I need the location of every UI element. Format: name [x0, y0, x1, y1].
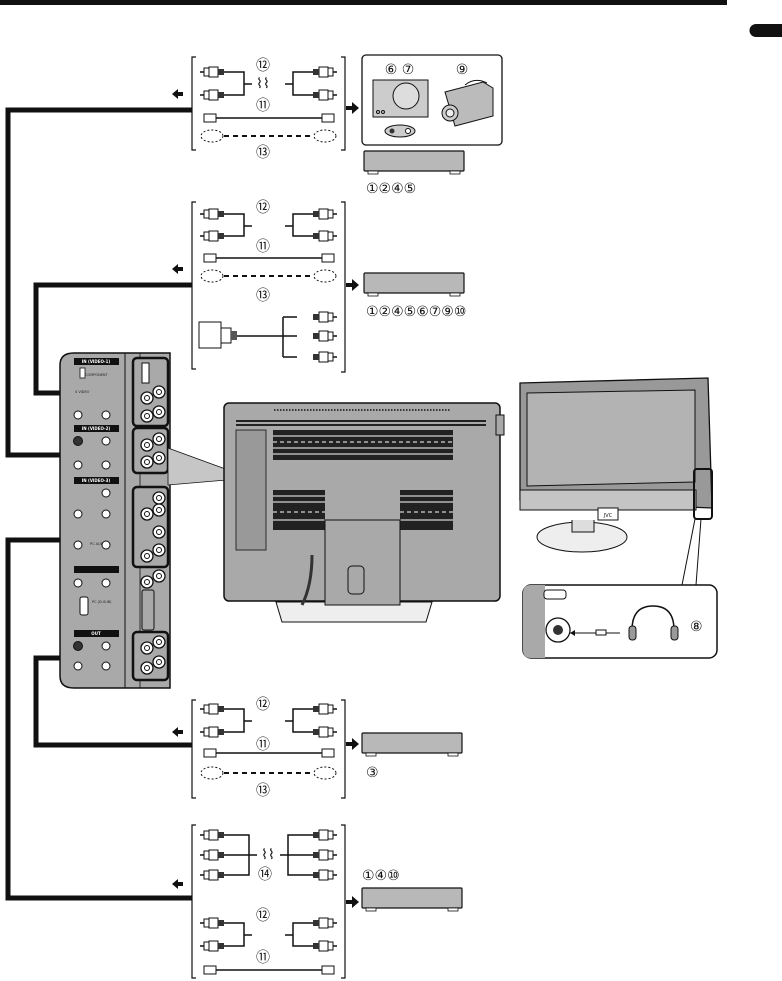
device-box [362, 733, 462, 756]
cable-group-3: ⑫ ⑪ ⑬ [192, 697, 345, 799]
panel-label: PC (D-SUB) [92, 600, 112, 604]
device-ref: ⑦ [402, 62, 415, 78]
gamepad-icon [385, 125, 415, 137]
headphone-inset: ⑧ [523, 585, 717, 658]
device-refs: ①④⑩ [362, 868, 400, 884]
cable-group-4: ⌇⌇ ⑭ ⑫ ⑪ [192, 825, 345, 978]
side-panel: IN (VIDEO-1) IN (VIDEO-2) IN (VIDEO-3) O… [60, 353, 250, 688]
device-refs: ③ [366, 765, 379, 781]
device-ref: ⑨ [456, 62, 469, 78]
language-tab [750, 24, 782, 37]
device-box [364, 273, 464, 296]
device-ref: ⑥ [385, 62, 398, 78]
device-group-2: ①②④⑤⑥⑦⑨⑩ [364, 273, 466, 320]
cable-ref: ⑫ [256, 697, 270, 713]
panel-label: COMPONENT [85, 373, 109, 377]
cable-ref: ⑪ [256, 737, 270, 753]
brand-logo: JVC [603, 513, 613, 519]
cable-ref: ⑫ [256, 908, 270, 924]
vcr-box [364, 151, 464, 174]
device-group-3: ③ [362, 733, 462, 781]
cable-ref: ⑪ [256, 98, 270, 114]
device-box [362, 888, 462, 911]
device-refs: ①②④⑤ [366, 181, 416, 197]
tv-rear [224, 403, 504, 622]
cable-ref: ⑬ [256, 288, 270, 304]
cable-group-1: ⌇⌇ ⑫ ⑪ ⑬ [192, 57, 345, 161]
cable-ref: ⑭ [258, 867, 272, 883]
tv-front: JVC [520, 378, 712, 585]
d-terminal-cable [199, 312, 337, 362]
section-label: IN (VIDEO-2) [82, 426, 111, 431]
device-group-1: ⑥ ⑦ ⑨ ①②④⑤ [362, 55, 502, 197]
panel-label: S VIDEO [75, 390, 90, 394]
section-label: OUT [91, 631, 101, 636]
device-group-4: ①④⑩ [362, 868, 462, 911]
cable-ref: ⑫ [256, 200, 270, 216]
top-rule [0, 0, 727, 5]
headphone-ref: ⑧ [690, 619, 703, 635]
cable-ref: ⑬ [256, 783, 270, 799]
cable-ref: ⑪ [256, 239, 270, 255]
section-label: IN (VIDEO-3) [82, 478, 111, 483]
svg-text:⌇⌇: ⌇⌇ [256, 76, 270, 92]
camera-icon [373, 80, 428, 117]
direction-arrows-left [172, 89, 183, 889]
device-refs: ①②④⑤⑥⑦⑨⑩ [366, 304, 466, 320]
section-label: IN (VIDEO-1) [82, 359, 111, 364]
svg-text:⌇⌇: ⌇⌇ [261, 847, 275, 863]
cable-group-2: ⑫ ⑪ ⑬ [192, 200, 345, 372]
section-header [74, 566, 119, 573]
cable-ref: ⑫ [256, 58, 270, 74]
cable-ref: ⑪ [256, 950, 270, 966]
cable-ref: ⑬ [256, 145, 270, 161]
